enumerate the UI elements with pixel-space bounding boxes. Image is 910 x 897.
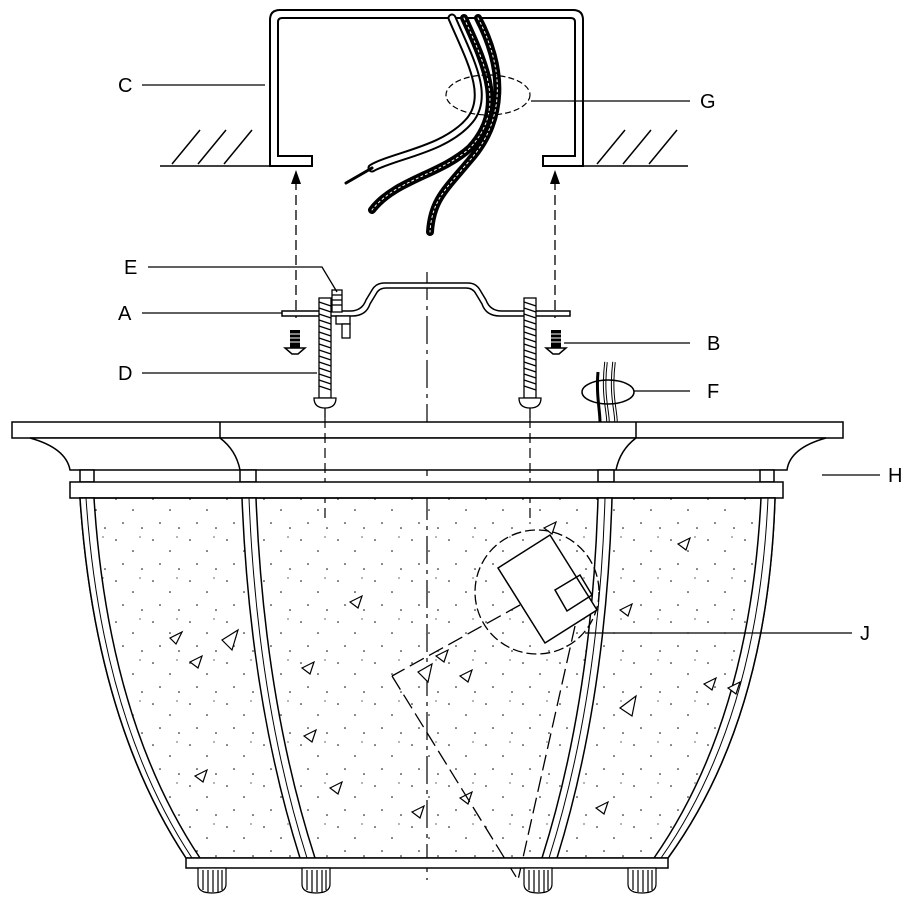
- bottom-ring: [185, 857, 669, 869]
- label-d: D: [118, 363, 132, 385]
- foot-2: [301, 867, 331, 894]
- ground-screw: [331, 289, 351, 339]
- strap-screw-right: [543, 330, 569, 355]
- strap-screw-left: [282, 330, 308, 355]
- label-f: F: [707, 381, 719, 403]
- frame-rib-inner-lines: [85, 497, 769, 859]
- fixture-canopy: [11, 421, 844, 471]
- label-g: G: [700, 91, 716, 113]
- label-b: B: [707, 333, 720, 355]
- leader-lines: [142, 84, 880, 634]
- fixture-feet: [197, 867, 657, 894]
- arrow-head-right: [550, 170, 560, 184]
- socket-housing: [496, 533, 599, 645]
- fixture-wires: [595, 361, 618, 423]
- mounting-rod-right: [518, 297, 542, 418]
- arrow-head-left: [291, 170, 301, 184]
- alignment-arrows: [295, 180, 556, 318]
- label-c: C: [118, 75, 132, 97]
- wire-group-callout: [445, 74, 531, 116]
- glass-texture: [168, 520, 742, 819]
- label-h: H: [888, 465, 902, 487]
- ceiling-left: [160, 129, 272, 167]
- socket-callout-circle: [474, 529, 600, 655]
- label-a: A: [118, 303, 132, 325]
- top-ring: [69, 481, 784, 499]
- foot-3: [523, 867, 553, 894]
- mounting-strap: [281, 282, 571, 317]
- foot-4: [627, 867, 657, 894]
- foot-1: [197, 867, 227, 894]
- fixture-wire-callout: [581, 379, 635, 405]
- label-j: J: [860, 623, 870, 645]
- label-e: E: [124, 257, 137, 279]
- bulb-projection: [391, 604, 576, 881]
- outlet-box: [269, 9, 584, 167]
- mounting-rod-left: [313, 297, 337, 418]
- supply-wires: [344, 13, 502, 236]
- ceiling-right: [583, 129, 688, 167]
